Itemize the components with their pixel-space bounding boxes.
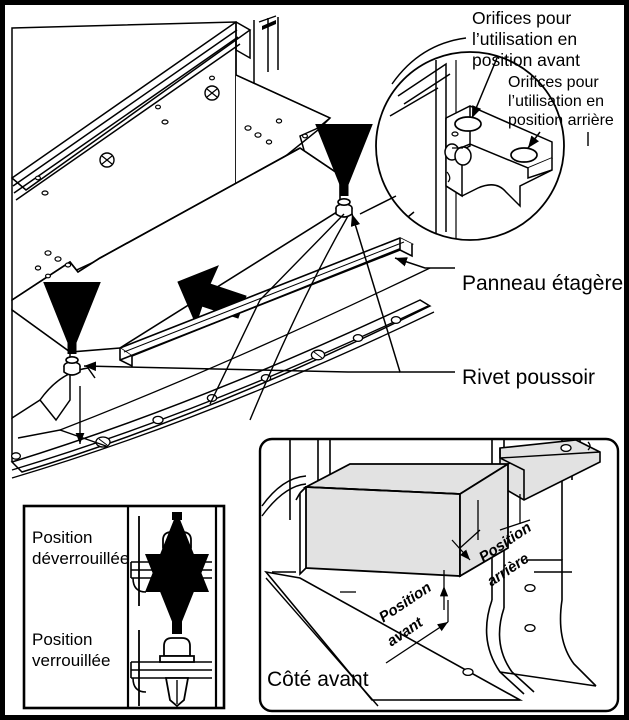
main-cabinet-drawing (10, 15, 435, 479)
slide-rail (10, 21, 252, 201)
callout-leaders (83, 37, 589, 421)
callout-holes-front-line3: position avant (472, 50, 580, 70)
callout-push-rivet: Rivet poussoir (462, 366, 596, 389)
callout-holes-front-line2: l’utilisation en (472, 29, 578, 49)
inset-front-side-label: Côté avant (267, 668, 369, 691)
bracket-detail-circle (359, 51, 565, 241)
front-rear-position-inset (258, 437, 620, 713)
callout-shelf-panel: Panneau étagère (462, 272, 624, 295)
callout-holes-rear-line3: position arrière (508, 112, 614, 129)
lock-box-locked-line2: verrouillée (32, 651, 111, 670)
lock-box-unlocked-line2: déverrouillée (32, 549, 130, 568)
lock-position-box (22, 504, 226, 710)
lock-box-locked-line1: Position (32, 630, 93, 649)
shelf-panel-part (118, 237, 414, 368)
push-rivet-lower (63, 355, 81, 376)
rail-screws (99, 85, 220, 168)
callout-holes-rear-line1: Orifices pour (508, 74, 599, 91)
lock-box-unlocked-line1: Position (32, 528, 93, 547)
callout-holes-front-line1: Orifices pour (472, 8, 572, 28)
callout-holes-rear-line2: l’utilisation en (508, 93, 605, 110)
